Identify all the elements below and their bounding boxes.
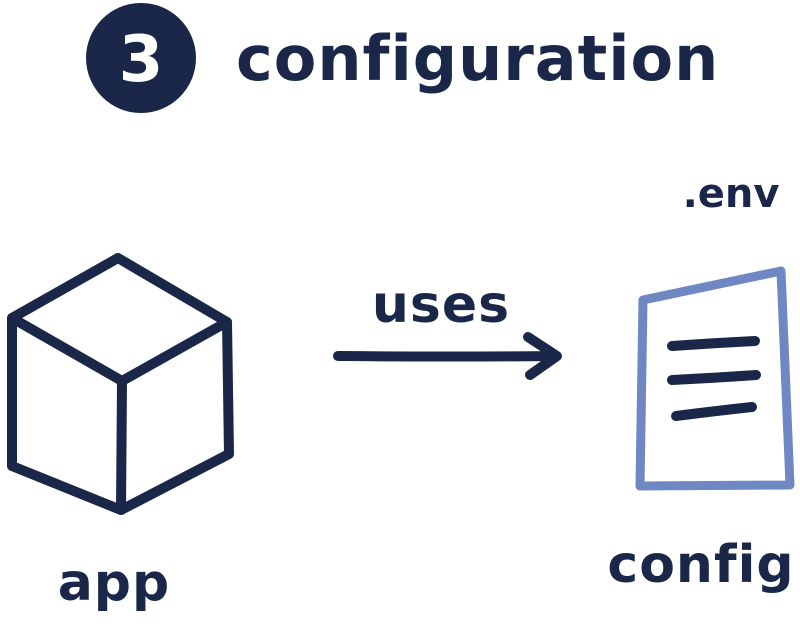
arrow-right-icon: [333, 332, 562, 380]
app-node: app: [7, 253, 234, 613]
config-label: config: [607, 535, 794, 595]
config-filename: .env: [683, 171, 780, 217]
page-title: configuration: [236, 22, 719, 95]
app-label: app: [58, 553, 171, 613]
title-group: 3 configuration: [86, 3, 719, 113]
step-number-badge: [86, 3, 196, 113]
uses-edge: uses: [333, 275, 562, 380]
config-node: .env config: [607, 171, 795, 595]
document-icon: [635, 266, 795, 491]
step-number: 3: [119, 23, 164, 97]
cube-icon: [7, 253, 234, 515]
edge-label: uses: [372, 275, 510, 335]
